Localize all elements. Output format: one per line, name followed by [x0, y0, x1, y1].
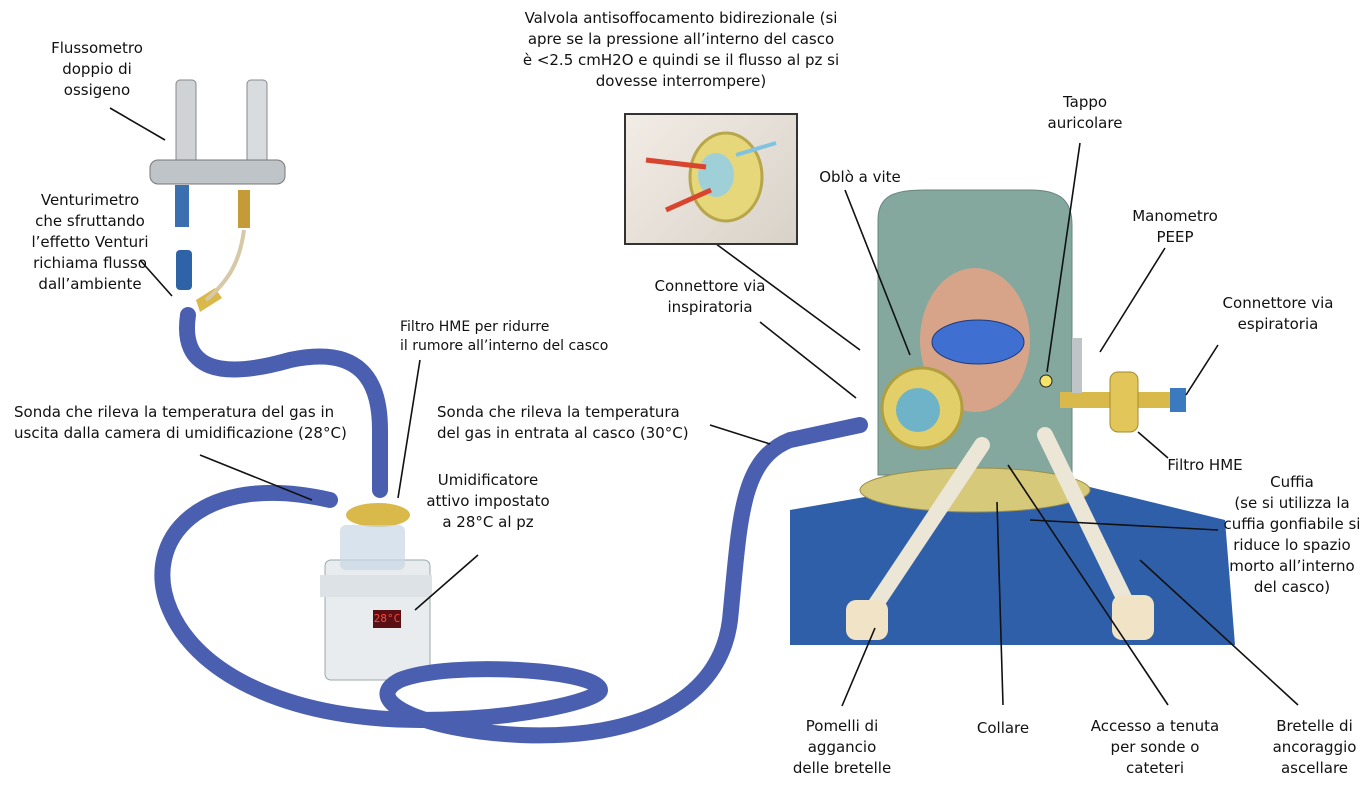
label-sonda-uscita: Sonda che rileva la temperatura del gas … — [14, 402, 347, 444]
label-oblo: Oblò a vite — [805, 167, 915, 188]
face-mask — [932, 320, 1024, 364]
humidifier — [320, 525, 432, 680]
label-collare: Collare — [958, 718, 1048, 739]
venturi-device — [176, 230, 244, 312]
hme-filter-humidifier — [346, 503, 410, 527]
label-valvola: Valvola antisoffocamento bidirezionale (… — [506, 8, 856, 92]
valve-photo-inset — [624, 113, 798, 245]
ear-plug-marker — [1040, 375, 1052, 387]
valve-photo — [626, 115, 796, 243]
humidifier-temperature-display: 28°C — [373, 610, 401, 628]
oxygen-flowmeter — [150, 80, 285, 228]
expiratory-port — [1060, 338, 1186, 432]
